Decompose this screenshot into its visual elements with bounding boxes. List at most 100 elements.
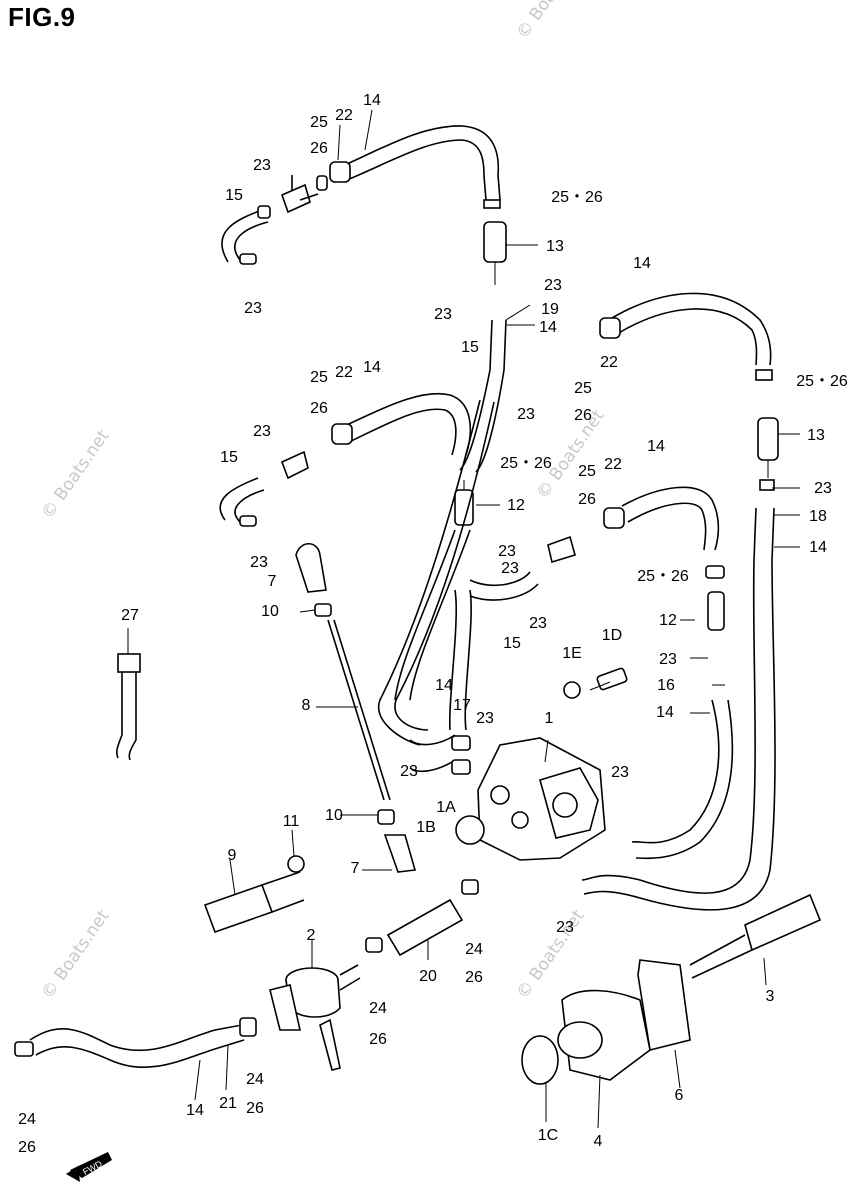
callout-label: 26: [574, 407, 592, 424]
callout-label: 13: [807, 427, 825, 444]
callout-label: 24: [465, 941, 483, 958]
callout-label: 26: [465, 969, 483, 986]
leader-lines: [127, 109, 800, 1129]
callout-label: 14: [809, 539, 827, 556]
callout-label: 14: [186, 1102, 204, 1119]
callout-label: 23: [611, 764, 629, 781]
callout-label: 23: [529, 615, 547, 632]
callout-label: 1: [545, 710, 554, 727]
callout-label: 14: [647, 438, 665, 455]
callout-labels: 1422252623152325・26132319141423152225262…: [18, 92, 848, 1156]
callout-label: 24: [246, 1071, 264, 1088]
callout-label: 15: [461, 339, 479, 356]
callout-label: 14: [539, 319, 557, 336]
callout-label: 23: [556, 919, 574, 936]
callout-label: 25・26: [551, 189, 603, 206]
watermark: © Boats.net: [38, 426, 114, 523]
watermark: © Boats.net: [513, 906, 589, 1003]
link-rod: [295, 542, 417, 873]
middle-hose-assembly: [219, 319, 507, 746]
callout-label: 26: [18, 1139, 36, 1156]
hose-20: [386, 879, 479, 957]
callout-label: 25・26: [500, 455, 552, 472]
callout-label: 14: [363, 92, 381, 109]
callout-label: 23: [544, 277, 562, 294]
callout-label: 3: [766, 988, 775, 1005]
callout-label: 12: [659, 612, 677, 629]
adapter-9: [203, 855, 305, 934]
callout-label: 23: [400, 763, 418, 780]
callout-label: 1E: [562, 645, 582, 662]
callout-label: 14: [363, 359, 381, 376]
middle-right-hose: [469, 486, 725, 631]
clip-27: [115, 653, 141, 761]
callout-label: 10: [261, 603, 279, 620]
callout-label: 23: [250, 554, 268, 571]
callout-label: 25: [310, 114, 328, 131]
callout-label: 22: [604, 456, 622, 473]
callout-label: 26: [310, 140, 328, 157]
callout-label: 22: [335, 107, 353, 124]
callout-label: 23: [517, 406, 535, 423]
callout-label: 2: [307, 927, 316, 944]
callout-label: 23: [659, 651, 677, 668]
callout-label: 15: [220, 449, 238, 466]
callout-label: 15: [225, 187, 243, 204]
callout-label: 4: [594, 1133, 603, 1150]
callout-label: 7: [268, 573, 277, 590]
callout-label: 17: [453, 697, 471, 714]
fwd-arrow-icon: FWD: [66, 1152, 112, 1182]
callout-label: 24: [369, 1000, 387, 1017]
right-hose-assembly: [581, 292, 779, 911]
upper-hose-assembly: [221, 125, 507, 285]
callout-label: 14: [633, 255, 651, 272]
watermark: © Boats.net: [513, 0, 589, 43]
callout-label: 23: [253, 157, 271, 174]
callout-label: 26: [578, 491, 596, 508]
callout-label: 25・26: [637, 568, 689, 585]
callout-label: 12: [507, 497, 525, 514]
callout-label: 18: [809, 508, 827, 525]
callout-label: 1B: [416, 819, 436, 836]
callout-label: 22: [600, 354, 618, 371]
fuel-pump-body: [409, 667, 628, 861]
bottom-hose: [14, 1017, 257, 1069]
callout-label: 26: [369, 1031, 387, 1048]
callout-label: 26: [310, 400, 328, 417]
callout-label: 23: [434, 306, 452, 323]
callout-label: 1D: [602, 627, 622, 644]
callout-label: 13: [546, 238, 564, 255]
callout-label: 25: [574, 380, 592, 397]
callout-label: 15: [503, 635, 521, 652]
callout-label: 26: [246, 1100, 264, 1117]
callout-label: 27: [121, 607, 139, 624]
callout-label: 1C: [538, 1127, 558, 1144]
callout-label: 9: [228, 847, 237, 864]
callout-label: 23: [244, 300, 262, 317]
callout-label: 14: [435, 677, 453, 694]
callout-label: 25・26: [796, 373, 848, 390]
callout-label: 6: [675, 1087, 684, 1104]
callout-label: 22: [335, 364, 353, 381]
watermark: © Boats.net: [38, 906, 114, 1003]
callout-label: 11: [283, 813, 300, 830]
callout-label: 23: [501, 560, 519, 577]
callout-label: 1A: [436, 799, 456, 816]
callout-label: 25: [310, 369, 328, 386]
callout-label: 23: [253, 423, 271, 440]
callout-label: 16: [657, 677, 675, 694]
callout-label: 25: [578, 463, 596, 480]
callout-label: 23: [814, 480, 832, 497]
callout-label: 10: [325, 807, 343, 824]
callout-label: 23: [476, 710, 494, 727]
primer-pump-2: [269, 937, 383, 1071]
figure-title: FIG.9: [8, 2, 76, 32]
callout-label: 7: [351, 860, 360, 877]
callout-label: 23: [498, 543, 516, 560]
callout-label: 8: [302, 697, 311, 714]
callout-label: 21: [219, 1095, 237, 1112]
callout-label: 24: [18, 1111, 36, 1128]
speedo-gear-assembly: [521, 893, 822, 1085]
callout-label: 14: [656, 704, 674, 721]
